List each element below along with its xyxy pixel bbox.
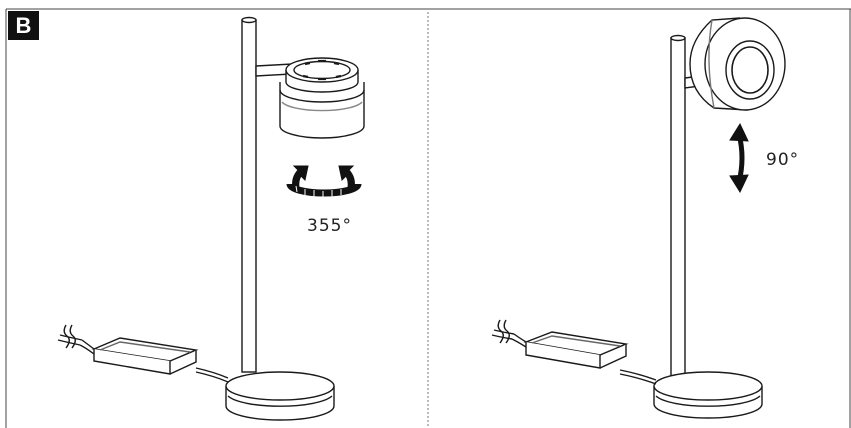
panel-badge: B bbox=[8, 11, 39, 40]
left-driver bbox=[57, 324, 199, 375]
tilt-arrow-icon bbox=[729, 122, 749, 194]
lamp-pole-right bbox=[670, 37, 686, 377]
rotation-arrow-icon bbox=[286, 165, 362, 197]
tilt-label: 90° bbox=[766, 150, 800, 170]
right-driver bbox=[491, 319, 629, 369]
left-lamp bbox=[195, 16, 365, 421]
lamp-pole bbox=[241, 19, 257, 373]
rotation-label: 355° bbox=[307, 216, 352, 236]
right-lamp bbox=[619, 17, 786, 419]
